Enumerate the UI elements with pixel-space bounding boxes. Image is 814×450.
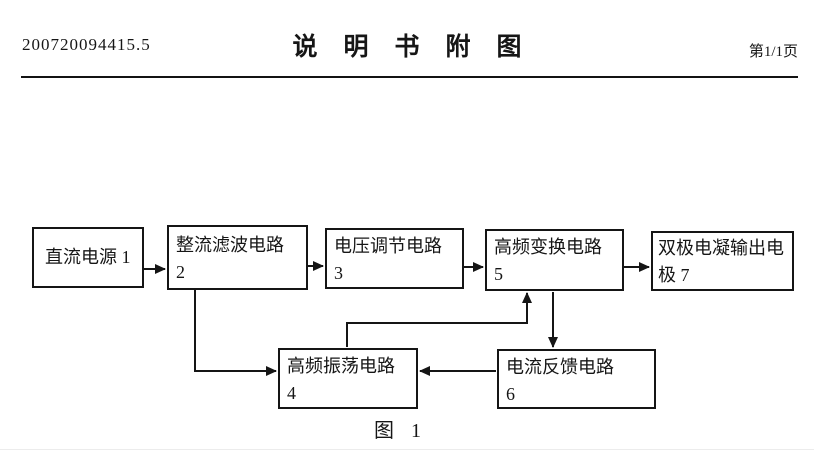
block-label: 高频振荡电路	[287, 356, 395, 376]
block-label: 高频变换电路	[494, 237, 602, 257]
block-label: 直流电源 1	[45, 247, 131, 267]
block-label: 电压调节电路	[334, 236, 442, 256]
block-label-wrap: 极 7	[658, 265, 690, 285]
block-label: 双极电凝输出电	[658, 238, 784, 258]
block-number: 6	[506, 384, 515, 404]
figure-caption: 图 1	[374, 420, 427, 442]
block-hf-conversion: 高频变换电路 5	[485, 229, 624, 291]
block-label: 电流反馈电路	[506, 357, 614, 377]
block-dc-power: 直流电源 1	[32, 227, 144, 288]
header-rule	[21, 76, 798, 78]
block-number: 3	[334, 263, 343, 283]
block-current-feedback: 电流反馈电路 6	[497, 349, 656, 409]
block-number: 5	[494, 264, 503, 284]
arrow-4-to-5	[346, 292, 532, 347]
page-title: 说明书附图	[292, 34, 548, 61]
block-voltage-regulation: 电压调节电路 3	[325, 228, 464, 289]
page-indicator: 第1/1页	[748, 44, 798, 60]
block-rectifier-filter: 整流滤波电路 2	[167, 225, 308, 290]
block-bipolar-output: 双极电凝输出电 极 7	[651, 231, 794, 291]
block-label: 整流滤波电路	[176, 235, 284, 255]
block-number: 2	[176, 262, 185, 282]
patent-number: 200720094415.5	[22, 35, 151, 54]
block-number: 4	[287, 383, 296, 403]
block-hf-oscillation: 高频振荡电路 4	[278, 348, 418, 409]
arrow-2-to-4	[194, 290, 277, 376]
